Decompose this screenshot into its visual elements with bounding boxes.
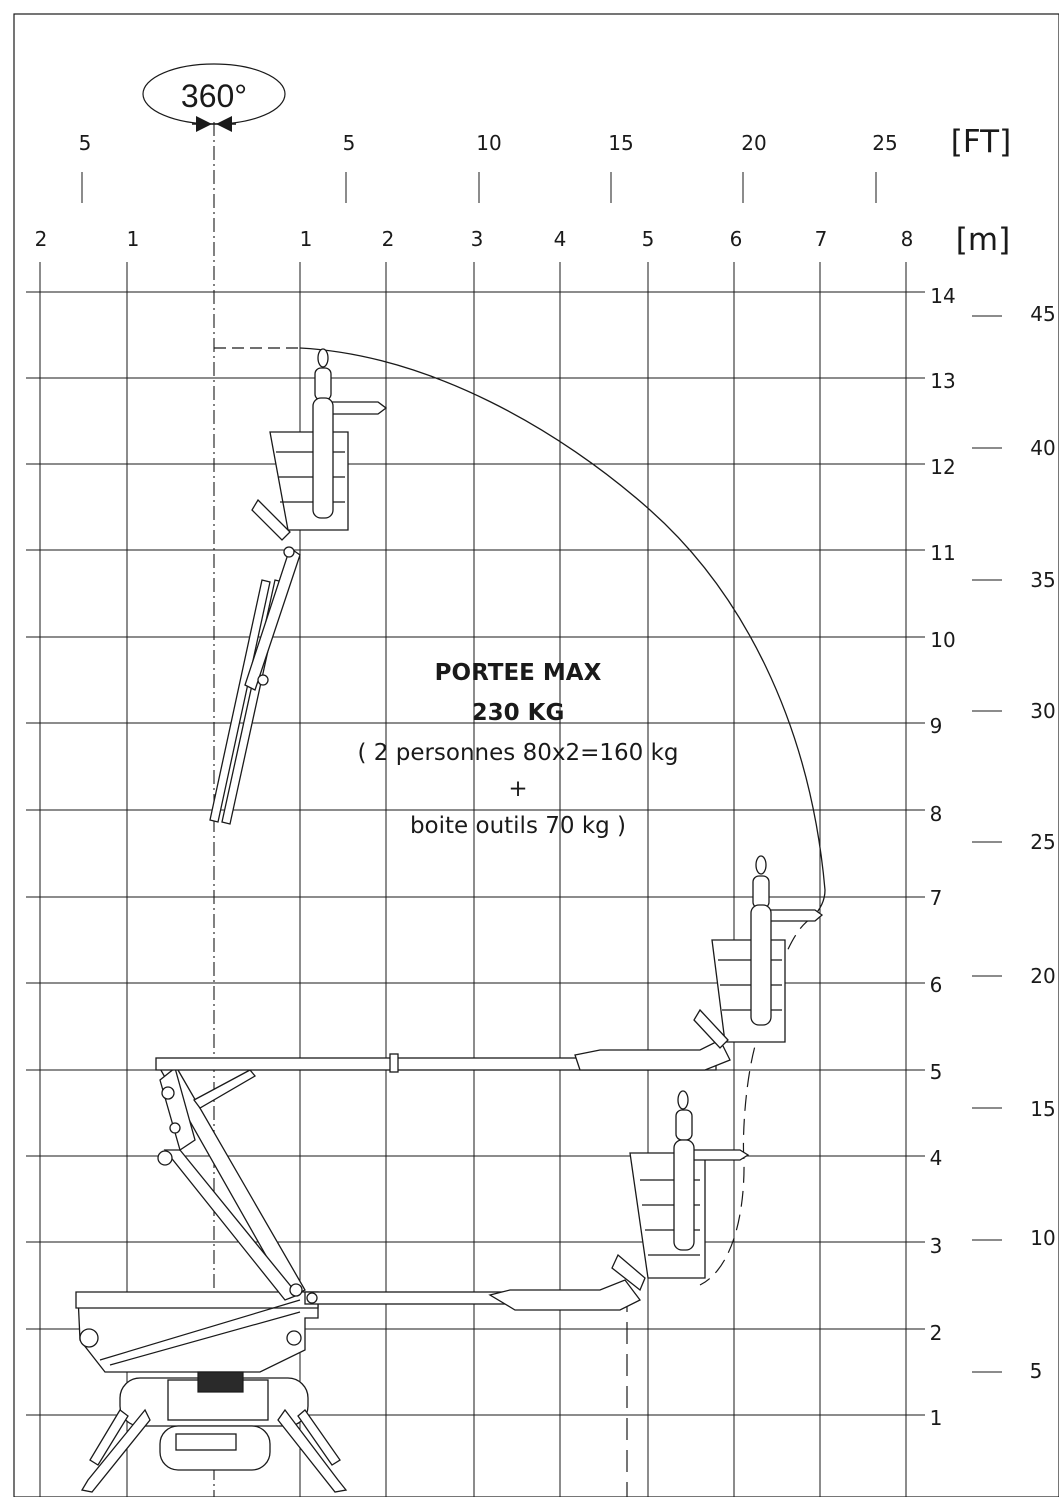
person-figure-icon (673, 1090, 750, 1251)
height-feet-label: 10 (1030, 1226, 1055, 1250)
height-meter-label: 3 (930, 1234, 943, 1258)
feet-tick-label: 5 (79, 131, 92, 155)
height-meter-label: 9 (930, 714, 943, 738)
height-feet-label: 15 (1030, 1097, 1055, 1121)
height-feet-label: 35 (1030, 568, 1055, 592)
max-reach-title: PORTEE MAX (435, 660, 602, 686)
height-feet-label: 45 (1030, 302, 1055, 326)
meter-unit-label: [m] (956, 222, 1010, 258)
height-meter-label: 2 (930, 1321, 943, 1345)
rotation-label: 360° (181, 78, 247, 114)
height-meter-label: 14 (930, 284, 955, 308)
height-meter-label: 11 (930, 541, 955, 565)
toolbox-load-note: boite outils 70 kg ) (410, 813, 626, 839)
meter-tick-label: 5 (642, 227, 655, 251)
meter-tick-label: 1 (127, 227, 140, 251)
height-meter-label: 10 (930, 628, 955, 652)
frame-border (13, 13, 1059, 1497)
height-feet-label: 30 (1030, 699, 1055, 723)
height-meter-label: 12 (930, 455, 955, 479)
height-feet-label: 25 (1030, 830, 1055, 854)
feet-scale-right: 45 40 35 30 25 20 15 10 5 (1030, 302, 1056, 1383)
max-load-value: 230 KG (472, 700, 565, 726)
work-area-caption: PORTEE MAX 230 KG ( 2 personnes 80x2=160… (357, 660, 678, 839)
persons-load-note: ( 2 personnes 80x2=160 kg (357, 740, 678, 766)
feet-unit-label: [FT] (951, 124, 1011, 160)
height-feet-label: 40 (1030, 436, 1055, 460)
meter-tick-label: 4 (554, 227, 567, 251)
feet-scale-top: 5 5 10 15 20 25 [FT] (79, 124, 1012, 160)
meter-tick-label: 6 (730, 227, 743, 251)
meter-tick-label: 2 (35, 227, 48, 251)
meter-scale-right: 14 13 12 11 10 9 8 7 6 5 4 3 2 1 (930, 284, 956, 1430)
height-meter-label: 7 (930, 886, 943, 910)
feet-tick-label: 10 (476, 131, 501, 155)
meter-scale-top: 2 1 1 2 3 4 5 6 7 8 [m] (35, 222, 1011, 258)
meter-tick-label: 2 (382, 227, 395, 251)
meter-tick-label: 8 (901, 227, 914, 251)
height-meter-label: 1 (930, 1406, 943, 1430)
meter-tick-label: 1 (300, 227, 313, 251)
height-meter-label: 8 (930, 802, 943, 826)
height-meter-label: 6 (930, 973, 943, 997)
feet-tick-label: 25 (872, 131, 897, 155)
meter-tick-label: 7 (815, 227, 828, 251)
person-figure-icon (312, 348, 388, 519)
height-meter-label: 5 (930, 1060, 943, 1084)
feet-tick-label: 15 (608, 131, 633, 155)
height-feet-label: 5 (1030, 1359, 1043, 1383)
plus-sign: + (508, 776, 527, 802)
rotation-indicator: 360° (142, 63, 286, 132)
height-feet-label: 20 (1030, 964, 1055, 988)
feet-tick-label: 20 (741, 131, 766, 155)
spider-lift-machine-icon (75, 348, 824, 1493)
meter-tick-label: 3 (471, 227, 484, 251)
height-meter-label: 13 (930, 369, 955, 393)
envelope-outer-curve (299, 347, 826, 919)
feet-tick-label: 5 (343, 131, 356, 155)
person-figure-icon (750, 855, 824, 1026)
height-meter-label: 4 (930, 1146, 943, 1170)
